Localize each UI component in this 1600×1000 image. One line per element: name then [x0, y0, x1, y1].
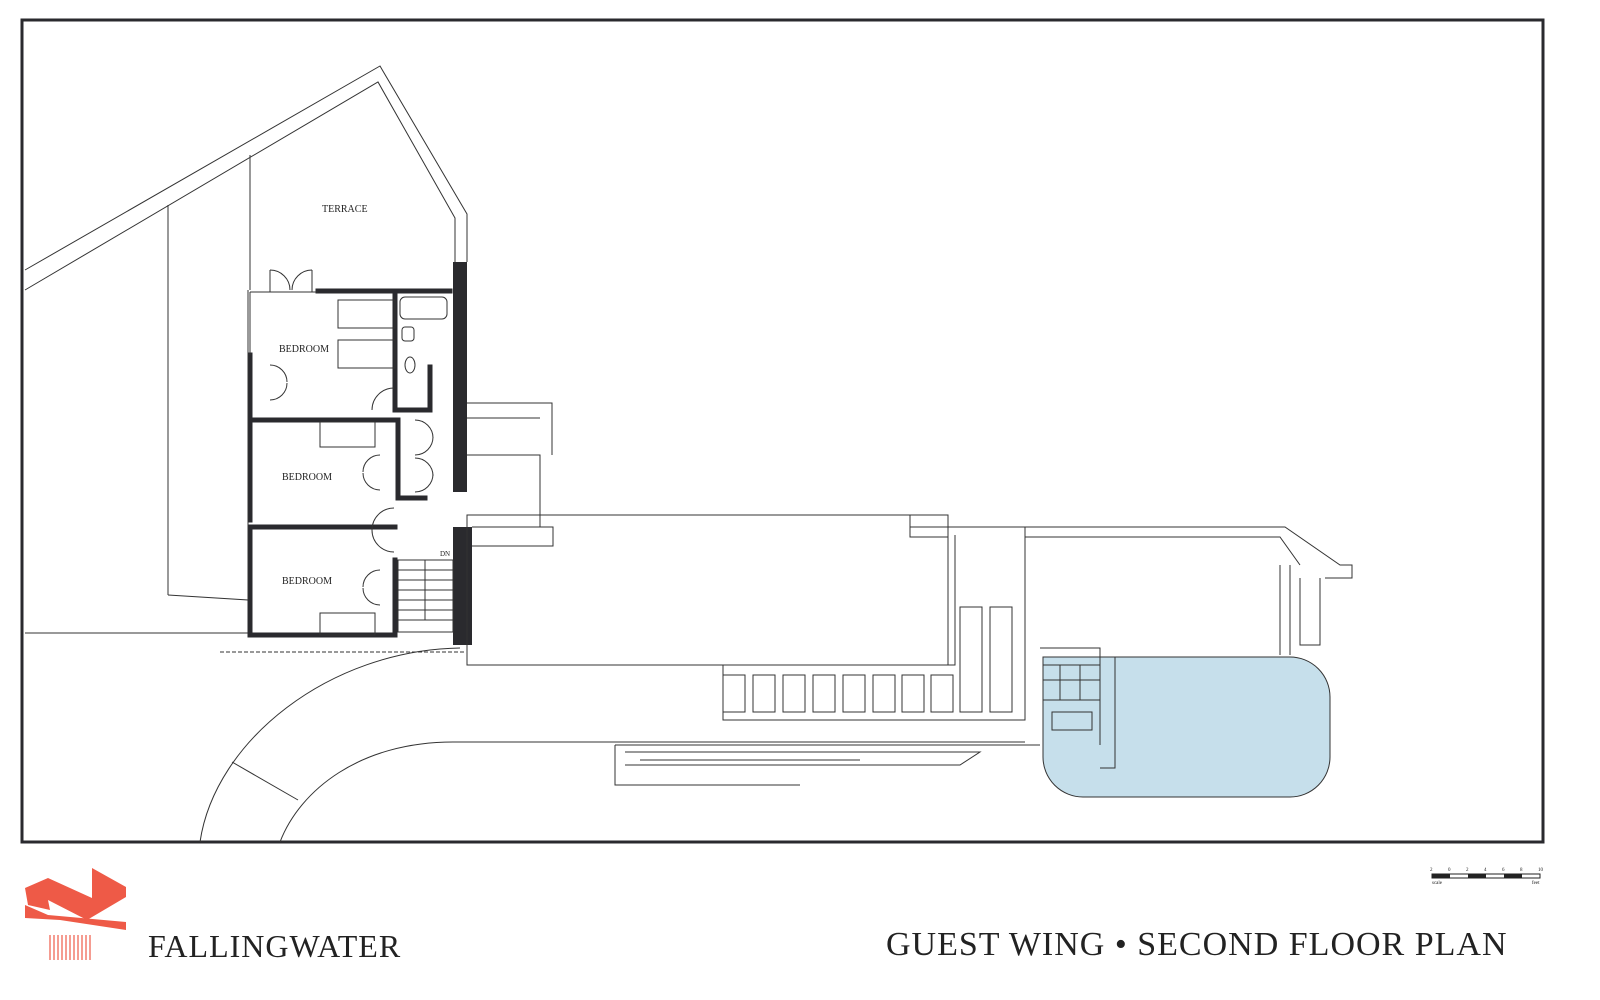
scale-tick-label: 10	[1538, 868, 1544, 873]
planter-box	[901, 674, 925, 713]
stair-label: DN	[440, 550, 450, 558]
bedroom-wing: DN BEDROOM BEDROOM BEDROOM	[247, 262, 472, 645]
main-block	[453, 402, 1353, 786]
planter-box-vertical	[959, 606, 983, 713]
scale-tick-label: 6	[1502, 868, 1505, 873]
planter-box	[842, 674, 866, 713]
scale-tick-label: 4	[1484, 868, 1487, 873]
stair: DN	[397, 550, 454, 633]
scale-unit-label: feet	[1532, 881, 1540, 886]
planter-box	[722, 674, 746, 713]
drawing-frame	[20, 18, 1545, 844]
fallingwater-logo	[25, 868, 126, 960]
exterior-wall	[453, 527, 472, 645]
logo-wordmark: FALLINGWATER	[148, 928, 402, 964]
room-label-terrace: TERRACE	[322, 204, 368, 215]
scale-label: scale	[1432, 881, 1443, 886]
driveway	[199, 647, 461, 843]
scale-tick-label: 2	[1430, 868, 1433, 873]
sheet-title: GUEST WING • SECOND FLOOR PLAN	[886, 926, 1508, 963]
planter-box	[872, 674, 896, 713]
room-label-bedroom: BEDROOM	[282, 472, 332, 483]
pool	[1040, 647, 1331, 798]
scale-tick-label: 0	[1448, 868, 1451, 873]
room-label-bedroom: BEDROOM	[282, 576, 332, 587]
exterior-wall	[453, 262, 467, 492]
planter-box-vertical	[989, 606, 1013, 713]
scale-tick-label: 2	[1466, 868, 1469, 873]
scale-bar: 2 0 2 4 6 8 10 scale feet	[1430, 868, 1544, 886]
planter-box	[752, 674, 776, 713]
scale-tick-label: 8	[1520, 868, 1523, 873]
terrace: TERRACE	[24, 65, 468, 653]
planter-box	[782, 674, 806, 713]
room-label-bedroom: BEDROOM	[279, 344, 329, 355]
planter-boxes	[722, 674, 954, 713]
planter-box	[812, 674, 836, 713]
planter-box	[930, 674, 954, 713]
